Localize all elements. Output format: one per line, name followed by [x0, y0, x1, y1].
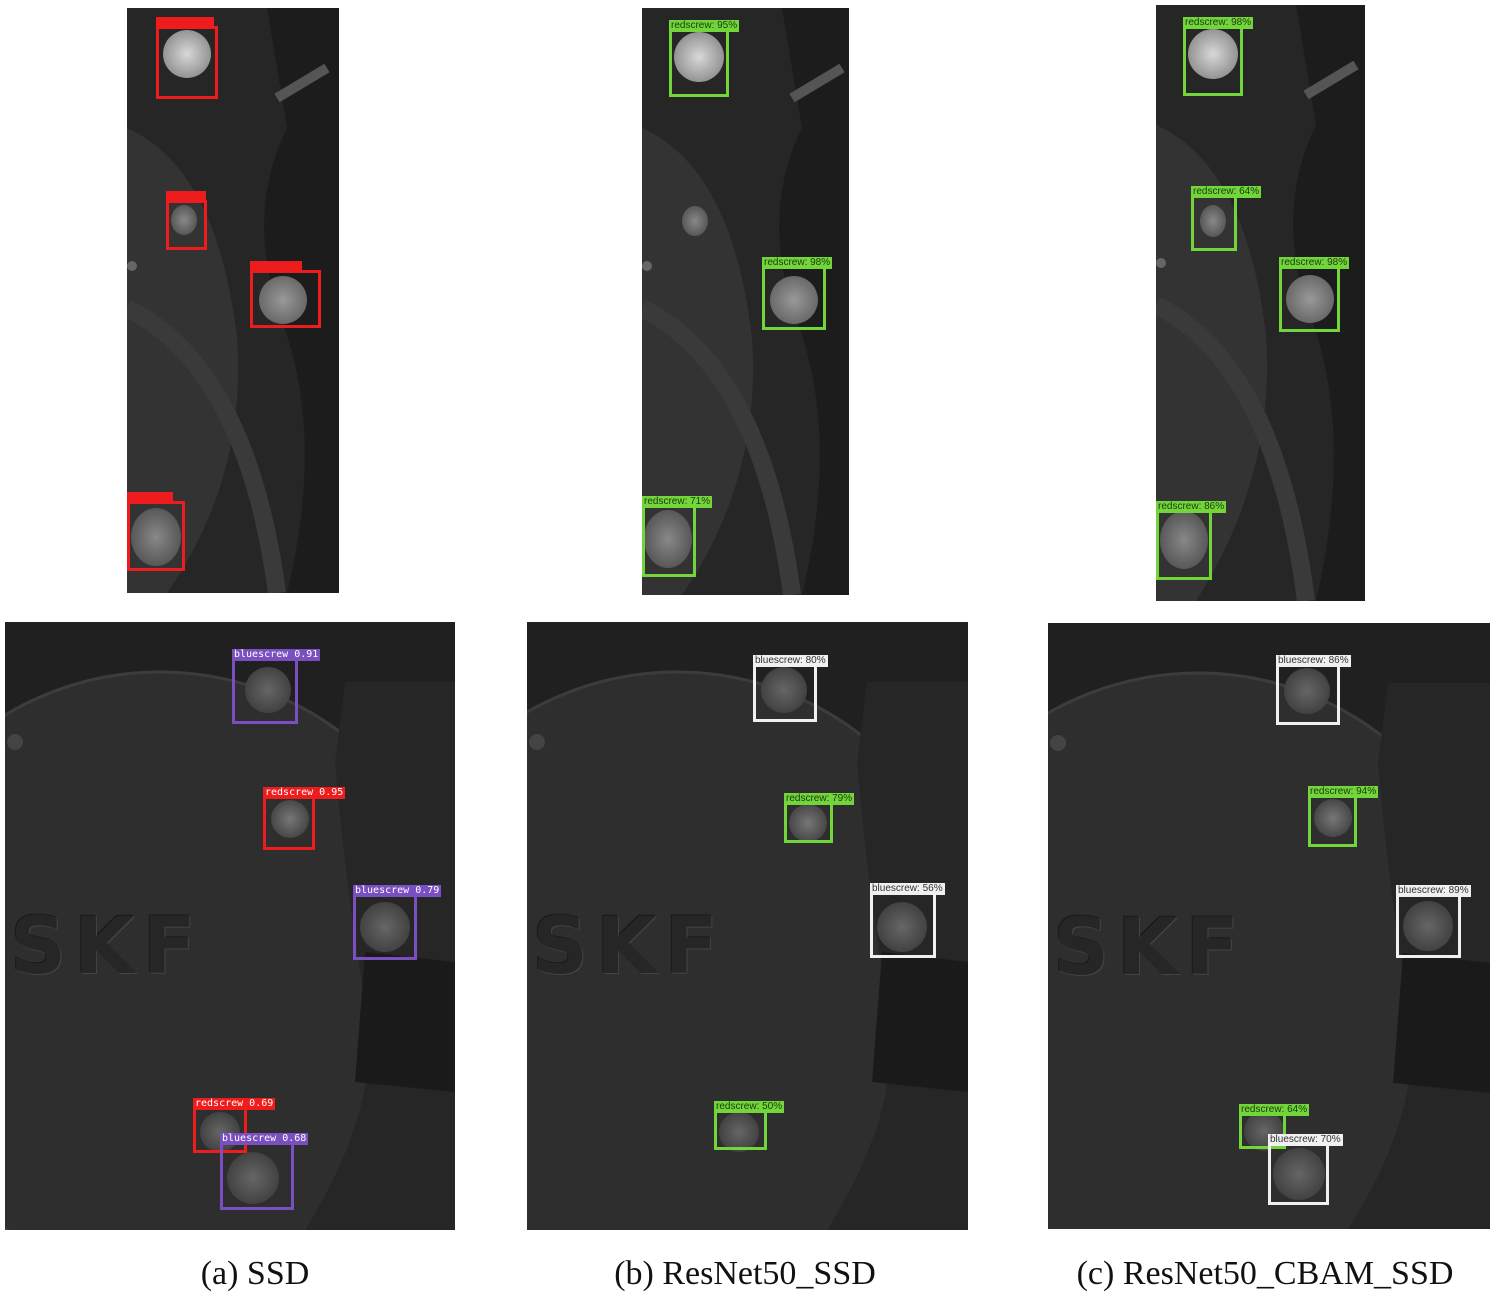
- detection-label: redscrew: 86%: [1156, 501, 1227, 513]
- detection-label: bluescrew 0.68: [220, 1133, 309, 1145]
- screw: [271, 800, 309, 838]
- detection-label: redscrew: 98%: [1183, 17, 1254, 29]
- detection-box: redscrew: 94%: [1308, 786, 1379, 847]
- screw: [1284, 668, 1330, 714]
- detection-label: redscrew: 79%: [784, 793, 855, 805]
- screw: [719, 1112, 759, 1152]
- screw: [1314, 799, 1352, 837]
- screw: [1403, 901, 1453, 951]
- detection-box: bluescrew: 86%: [1276, 655, 1351, 725]
- detection-label: redscrew: 50%: [714, 1101, 785, 1113]
- screw: [171, 205, 197, 235]
- detection-label: redscrew: 71%: [642, 496, 713, 508]
- detection-box: redscrew: 64%: [1191, 186, 1262, 251]
- detection-box: redscrew: 79%: [784, 793, 855, 843]
- detection-box: redscrew: 64%: [1239, 1104, 1310, 1149]
- detection-label: redscrew: 95%: [669, 20, 740, 32]
- detection-label: [156, 17, 215, 29]
- detection-box: bluescrew: 89%: [1396, 885, 1471, 958]
- screw: [674, 32, 724, 82]
- detection-label: bluescrew 0.79: [353, 885, 442, 897]
- detection-box: [166, 191, 207, 250]
- detection-box: redscrew: 71%: [642, 496, 713, 577]
- caption-b: (b) ResNet50_SSD: [614, 1255, 876, 1292]
- detection-box: redscrew: 86%: [1156, 501, 1227, 580]
- skf-logo: SKF: [532, 902, 726, 992]
- detection-label: redscrew 0.69: [193, 1098, 276, 1110]
- screw: [682, 206, 708, 236]
- detection-box: redscrew: 95%: [669, 20, 740, 97]
- detection-box: bluescrew 0.91: [232, 649, 321, 724]
- panel-a-bottom: SKF bluescrew 0.91 redscrew 0.95 bluescr…: [5, 622, 455, 1230]
- detection-box: [127, 492, 185, 571]
- panel-a-top: [127, 8, 339, 593]
- detection-box: redscrew: 50%: [714, 1101, 785, 1150]
- panel-c-top: redscrew: 98% redscrew: 64% redscrew: 98…: [1156, 5, 1365, 601]
- screw: [789, 804, 827, 842]
- skf-logo: SKF: [1053, 903, 1247, 993]
- detection-box: redscrew 0.95: [263, 787, 346, 850]
- screw: [227, 1152, 279, 1204]
- detection-box: redscrew: 98%: [1183, 17, 1254, 96]
- detection-label: redscrew: 98%: [1279, 257, 1350, 269]
- screw: [770, 276, 818, 324]
- detection-label: redscrew 0.95: [263, 787, 346, 799]
- bearing-housing-image: [1048, 623, 1490, 1229]
- screw: [1200, 205, 1226, 237]
- detection-label: bluescrew: 70%: [1268, 1134, 1343, 1146]
- screw: [761, 667, 807, 713]
- screw: [1188, 29, 1238, 79]
- detection-box: [156, 17, 218, 99]
- detection-label: redscrew: 64%: [1191, 186, 1262, 198]
- screw: [1273, 1148, 1325, 1200]
- detection-box: redscrew: 98%: [1279, 257, 1350, 332]
- panel-c-bottom: SKF bluescrew: 86% redscrew: 94% bluescr…: [1048, 623, 1490, 1229]
- skf-logo: SKF: [10, 902, 204, 992]
- screw: [259, 276, 307, 324]
- screw: [644, 510, 692, 568]
- panel-b-bottom: SKF bluescrew: 80% redscrew: 79% bluescr…: [527, 622, 968, 1230]
- panel-b-top: redscrew: 95% redscrew: 98% redscrew: 71…: [642, 8, 849, 595]
- detection-label: [250, 261, 303, 273]
- screw: [1160, 511, 1208, 569]
- detection-box: bluescrew: 80%: [753, 655, 828, 722]
- detection-label: bluescrew: 80%: [753, 655, 828, 667]
- detection-label: bluescrew: 86%: [1276, 655, 1351, 667]
- screw: [131, 508, 181, 566]
- detection-label: bluescrew: 89%: [1396, 885, 1471, 897]
- detection-box: bluescrew: 56%: [870, 883, 945, 958]
- detection-label: redscrew: 98%: [762, 257, 833, 269]
- detection-label: redscrew: 94%: [1308, 786, 1379, 798]
- detection-box: bluescrew: 70%: [1268, 1134, 1343, 1205]
- detection-box: redscrew: 98%: [762, 257, 833, 330]
- detection-box: [250, 261, 321, 328]
- screw: [245, 667, 291, 713]
- detection-label: [127, 492, 174, 504]
- screw: [360, 902, 410, 952]
- screw: [1286, 275, 1334, 323]
- screw: [877, 902, 927, 952]
- detection-label: [166, 191, 207, 203]
- detection-label: redscrew: 64%: [1239, 1104, 1310, 1116]
- screw: [163, 30, 211, 78]
- detection-label: bluescrew: 56%: [870, 883, 945, 895]
- detection-label: bluescrew 0.91: [232, 649, 321, 661]
- detection-box: bluescrew 0.68: [220, 1133, 309, 1210]
- caption-a: (a) SSD: [200, 1255, 310, 1292]
- detection-box: bluescrew 0.79: [353, 885, 442, 960]
- caption-c: (c) ResNet50_CBAM_SSD: [1076, 1255, 1454, 1292]
